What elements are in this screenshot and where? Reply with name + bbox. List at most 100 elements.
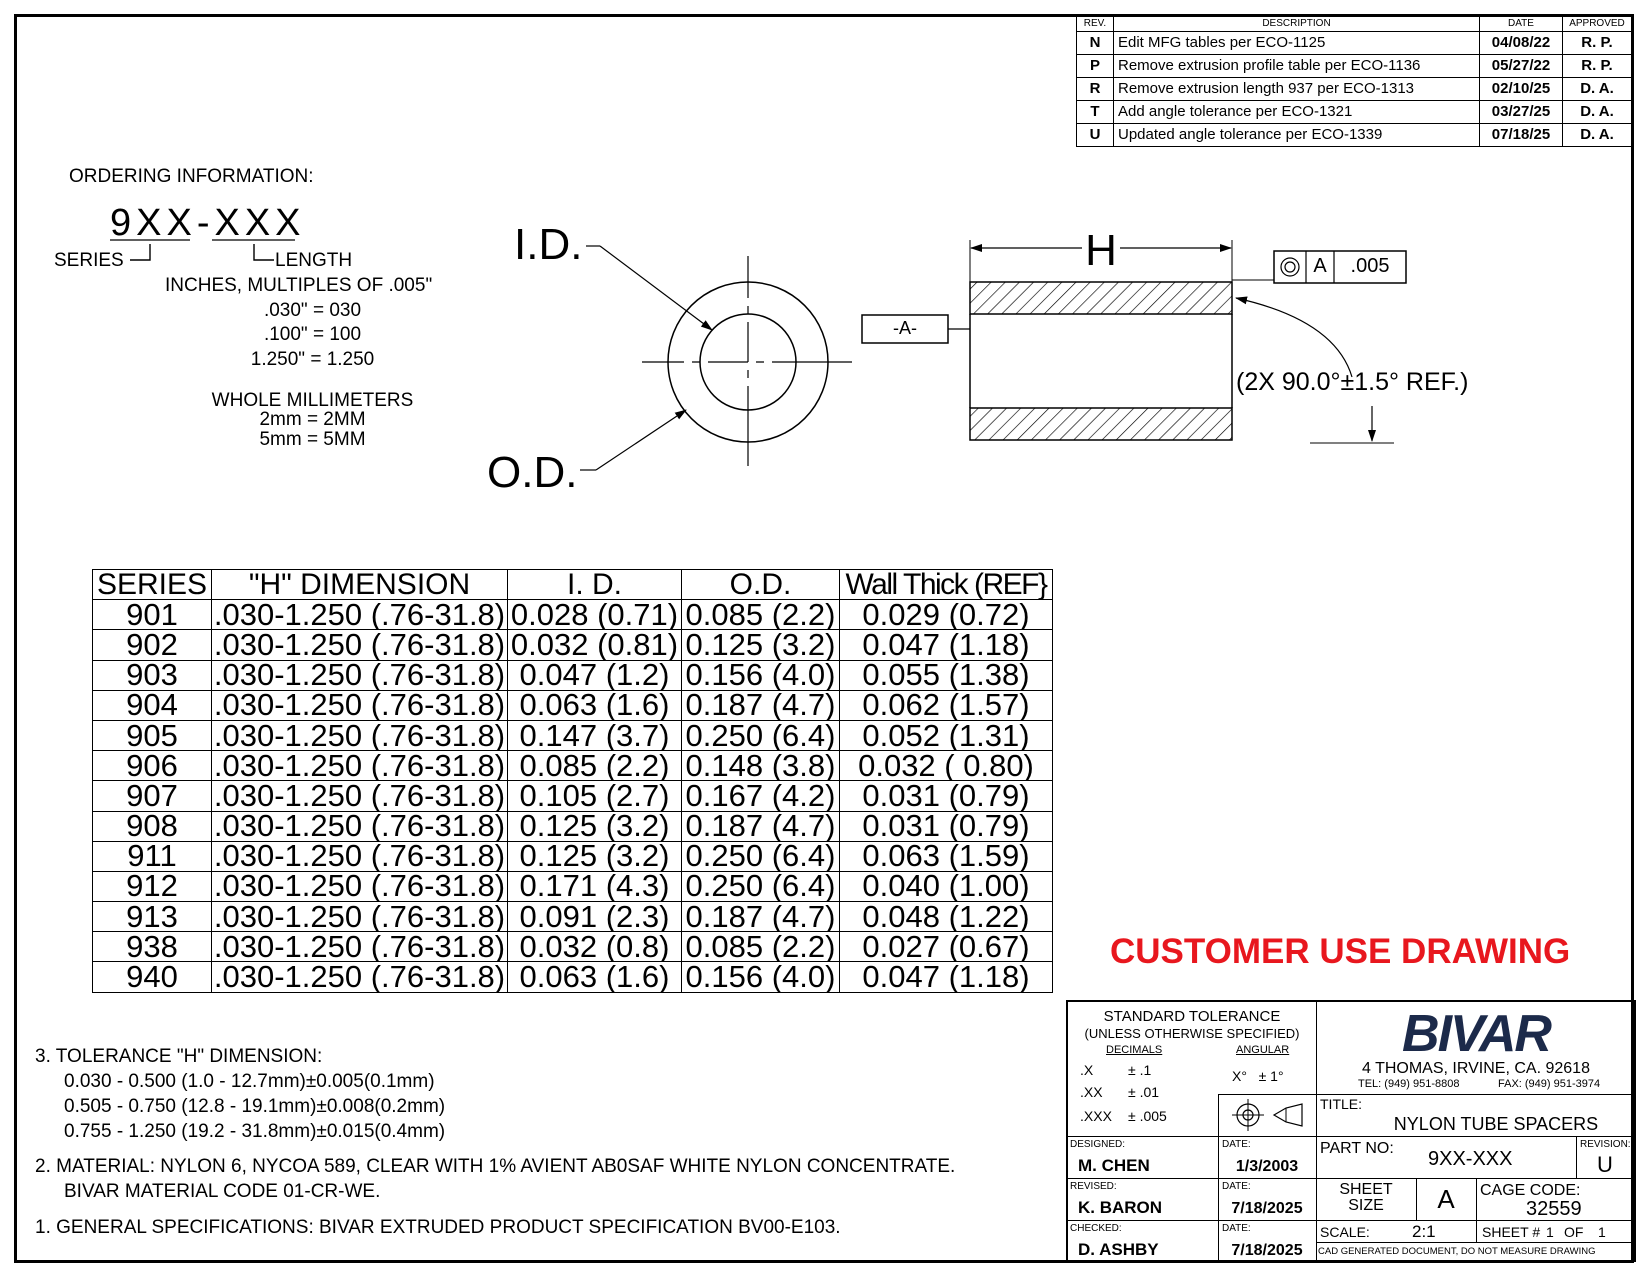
h-dimension-cell: .030-1.250 (.76-31.8) <box>211 599 508 631</box>
id-label: I.D. <box>514 220 583 269</box>
od-cell: 0.250 (6.4) <box>681 870 840 903</box>
rev-letter: N <box>1076 31 1114 55</box>
series-cell: 940 <box>92 961 212 993</box>
id-cell: 0.125 (3.2) <box>507 840 682 872</box>
table-row: 938.030-1.250 (.76-31.8)0.032 (0.8)0.085… <box>92 931 1053 963</box>
od-cell: 0.125 (3.2) <box>681 629 840 661</box>
od-cell: 0.187 (4.7) <box>681 689 840 721</box>
angular-label: ANGULAR <box>1236 1044 1290 1056</box>
wall-cell: 0.052 (1.31) <box>839 719 1053 752</box>
series-cell: 907 <box>92 780 212 812</box>
inches-example: 1.250" = 1.250 <box>250 349 375 370</box>
od-cell: 0.148 (3.8) <box>681 750 840 782</box>
id-cell: 0.047 (1.2) <box>507 659 682 691</box>
designed-label: DESIGNED: <box>1070 1139 1126 1150</box>
fcf-datum: A <box>1313 255 1327 277</box>
cage-code-label: CAGE CODE: <box>1480 1182 1581 1199</box>
sheet-size-label: SHEET <box>1339 1181 1393 1198</box>
id-cell: 0.063 (1.6) <box>507 961 682 993</box>
wall-cell: 0.047 (1.18) <box>839 961 1053 993</box>
rev-description: Updated angle tolerance per ECO-1339 <box>1113 123 1480 147</box>
cage-code: 32559 <box>1526 1198 1582 1220</box>
date-label: DATE: <box>1222 1139 1251 1150</box>
series-header: SERIES <box>92 568 212 601</box>
table-row: 911.030-1.250 (.76-31.8)0.125 (3.2)0.250… <box>92 840 1053 872</box>
h-dimension-cell: .030-1.250 (.76-31.8) <box>211 931 508 963</box>
angular-value: X° ± 1° <box>1232 1068 1284 1084</box>
date-label: DATE: <box>1222 1181 1251 1192</box>
date-designed: 1/3/2003 <box>1235 1158 1299 1175</box>
id-cell: 0.105 (2.7) <box>507 780 682 812</box>
h-dimension-cell: .030-1.250 (.76-31.8) <box>211 870 508 903</box>
note-2-line: 2. MATERIAL: NYLON 6, NYCOA 589, CLEAR W… <box>35 1156 956 1177</box>
series-cell: 908 <box>92 810 212 842</box>
series-cell: 911 <box>92 840 212 872</box>
sheet-size: A <box>1437 1184 1455 1214</box>
note-3-line: 0.505 - 0.750 (12.8 - 19.1mm)±0.008(0.2m… <box>64 1096 446 1117</box>
table-row: 907.030-1.250 (.76-31.8)0.105 (2.7)0.167… <box>92 780 1053 812</box>
decimals-label: DECIMALS <box>1106 1044 1163 1056</box>
date-label: DATE: <box>1222 1223 1251 1234</box>
h-dimension-cell: .030-1.250 (.76-31.8) <box>211 810 508 842</box>
scale-label: SCALE: <box>1320 1224 1370 1240</box>
ordering-leaders <box>110 239 295 261</box>
table-row: 902.030-1.250 (.76-31.8)0.032 (0.81)0.12… <box>92 629 1053 661</box>
id-cell: 0.032 (0.81) <box>507 629 682 661</box>
h-dimension-cell: .030-1.250 (.76-31.8) <box>211 840 508 872</box>
wall-cell: 0.063 (1.59) <box>839 840 1053 872</box>
wall-cell: 0.031 (0.79) <box>839 810 1053 842</box>
id-cell: 0.171 (4.3) <box>507 870 682 903</box>
note-3-title: 3. TOLERANCE "H" DIMENSION: <box>35 1046 323 1067</box>
table-row: 903.030-1.250 (.76-31.8)0.047 (1.2)0.156… <box>92 659 1053 691</box>
series-cell: 905 <box>92 719 212 752</box>
od-cell: 0.085 (2.2) <box>681 931 840 963</box>
bivar-logo: BIVAR <box>1402 1005 1552 1063</box>
tol-xxx-label: .XXX <box>1080 1108 1112 1124</box>
rev-letter: U <box>1076 123 1114 147</box>
h-dimension-cell: .030-1.250 (.76-31.8) <box>211 750 508 782</box>
datum-label: -A- <box>893 318 917 338</box>
rev-date: 02/10/25 <box>1479 77 1563 101</box>
od-cell: 0.156 (4.0) <box>681 659 840 691</box>
h-dimension-cell: .030-1.250 (.76-31.8) <box>211 689 508 721</box>
table-row: 912.030-1.250 (.76-31.8)0.171 (4.3)0.250… <box>92 870 1053 903</box>
tol-x-label: .X <box>1080 1062 1094 1078</box>
h-dimension-cell: .030-1.250 (.76-31.8) <box>211 719 508 752</box>
fcf-value: .005 <box>1350 255 1390 277</box>
tol-xx-value: ± .01 <box>1128 1084 1160 1100</box>
revision-value: U <box>1597 1152 1613 1177</box>
id-cell: 0.125 (3.2) <box>507 810 682 842</box>
id-cell: 0.091 (2.3) <box>507 901 682 933</box>
rev-date: 03/27/25 <box>1479 100 1563 124</box>
revised-label: REVISED: <box>1070 1181 1117 1192</box>
revised-by: K. BARON <box>1078 1198 1163 1217</box>
part-drawing <box>580 240 1407 471</box>
ordering-code: 9XX-XXX <box>110 202 306 244</box>
rev-date: 05/27/22 <box>1479 54 1563 78</box>
spec-table: SERIES "H" DIMENSION I. D. O.D. Wall Thi… <box>92 568 1053 993</box>
tol-x-value: ± .1 <box>1128 1062 1152 1078</box>
rev-description: Remove extrusion profile table per ECO-1… <box>1113 54 1480 78</box>
sheet-total: 1 <box>1598 1224 1606 1240</box>
note-3-line: 0.755 - 1.250 (19.2 - 31.8mm)±0.015(0.4m… <box>64 1121 446 1142</box>
tol-xxx-value: ± .005 <box>1128 1108 1167 1124</box>
id-cell: 0.032 (0.8) <box>507 931 682 963</box>
wall-cell: 0.032 ( 0.80) <box>839 750 1053 782</box>
note-3-line: 0.030 - 0.500 (1.0 - 12.7mm)±0.005(0.1mm… <box>64 1071 435 1092</box>
ordering-heading: ORDERING INFORMATION: <box>69 166 314 187</box>
id-cell: 0.085 (2.2) <box>507 750 682 782</box>
table-row: 940.030-1.250 (.76-31.8)0.063 (1.6)0.156… <box>92 961 1053 993</box>
wall-cell: 0.055 (1.38) <box>839 659 1053 691</box>
h-dimension-cell: .030-1.250 (.76-31.8) <box>211 659 508 691</box>
note-1: 1. GENERAL SPECIFICATIONS: BIVAR EXTRUDE… <box>35 1217 841 1238</box>
designed-by: M. CHEN <box>1078 1156 1150 1175</box>
spec-header-row: SERIES "H" DIMENSION I. D. O.D. Wall Thi… <box>92 568 1053 601</box>
wall-cell: 0.031 (0.79) <box>839 780 1053 812</box>
series-cell: 913 <box>92 901 212 933</box>
mm-example: 5mm = 5MM <box>259 429 366 450</box>
id-header: I. D. <box>507 568 682 601</box>
table-row: 913.030-1.250 (.76-31.8)0.091 (2.3)0.187… <box>92 901 1053 933</box>
series-label: SERIES <box>54 250 124 271</box>
